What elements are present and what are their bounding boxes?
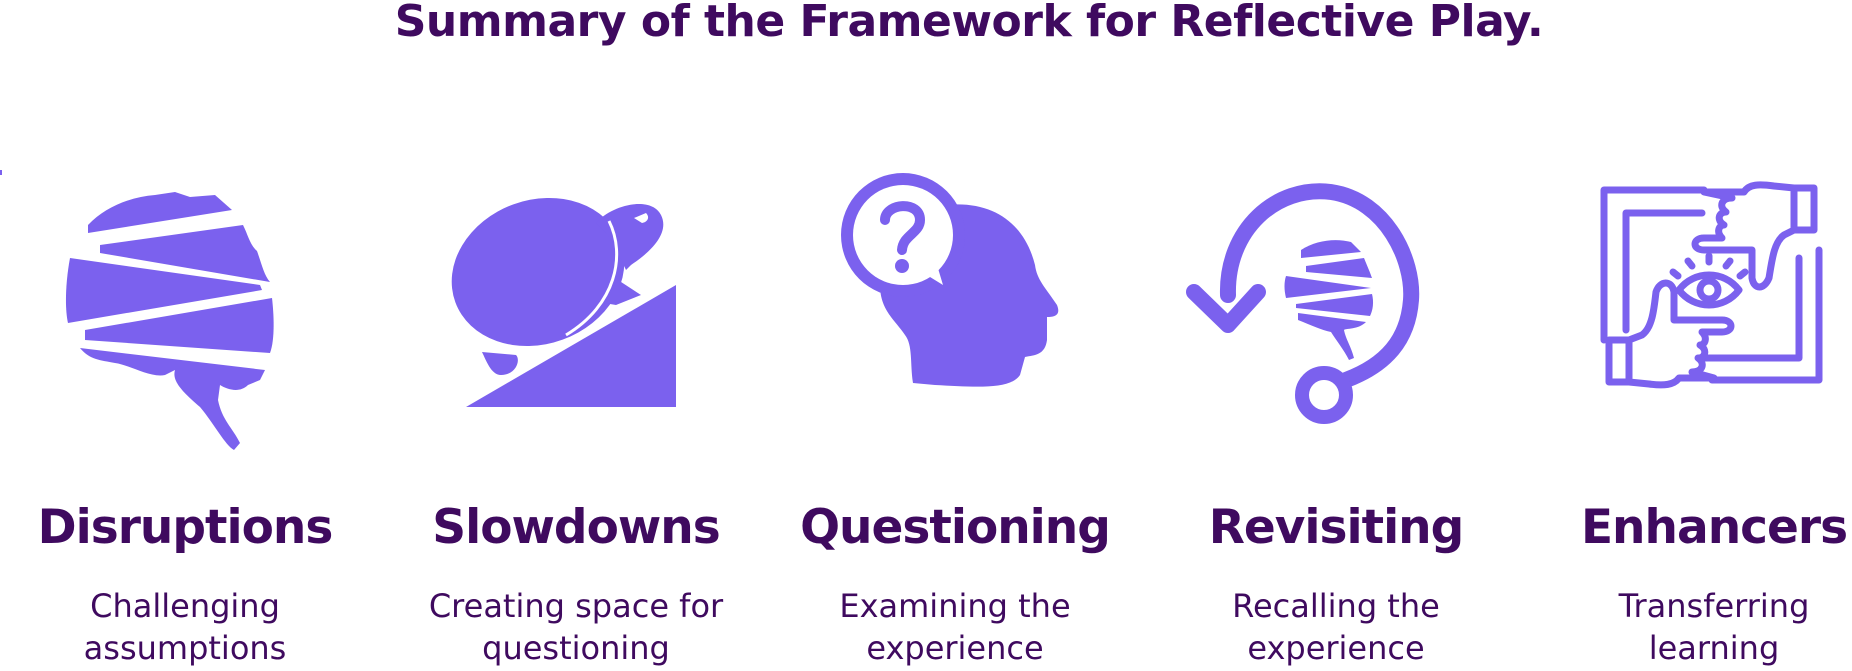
item-heading: Enhancers xyxy=(1580,500,1848,555)
framework-item-questioning: Questioning Examining the experience xyxy=(765,160,1145,671)
head-with-question-bubble-icon xyxy=(765,160,1145,450)
circular-arrow-brain-icon xyxy=(1146,160,1526,450)
page-title: Summary of the Framework for Reflective … xyxy=(394,0,1544,47)
item-description: Challenging assumptions xyxy=(83,587,287,667)
item-heading: Disruptions xyxy=(37,500,334,555)
item-description: Examining the experience xyxy=(839,587,1071,667)
edge-mark xyxy=(0,170,2,175)
item-description: Transferring learning xyxy=(1618,587,1810,667)
turtle-on-slope-icon xyxy=(386,160,766,450)
item-heading: Slowdowns xyxy=(432,500,720,555)
item-heading: Revisiting xyxy=(1208,500,1465,555)
item-description: Creating space for questioning xyxy=(428,587,724,667)
item-heading: Questioning xyxy=(800,500,1111,555)
item-description: Recalling the experience xyxy=(1232,587,1440,667)
framework-item-slowdowns: Slowdowns Creating space for questioning xyxy=(386,160,766,671)
framework-item-disruptions: Disruptions Challenging assumptions xyxy=(0,160,375,671)
wrapped-brain-icon xyxy=(0,160,375,450)
framework-item-enhancers: Enhancers Transferring learning xyxy=(1524,160,1852,671)
framework-item-revisiting: Revisiting Recalling the experience xyxy=(1146,160,1526,671)
hands-framing-eye-icon xyxy=(1524,160,1852,450)
